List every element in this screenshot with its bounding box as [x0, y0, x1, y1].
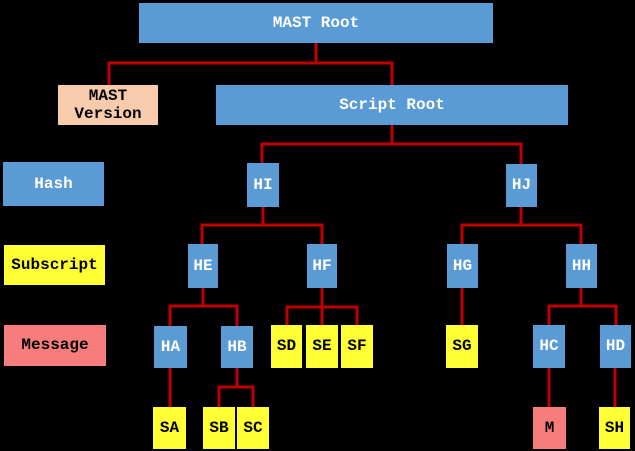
edge-hh-children	[547, 288, 618, 325]
node-sb: SB	[203, 407, 235, 449]
node-sh: SH	[599, 407, 630, 449]
node-sa: SA	[153, 407, 186, 449]
legend-hash: Hash	[3, 162, 104, 206]
node-m: M	[533, 407, 566, 449]
edge-hi-children	[200, 207, 324, 244]
node-hc: HC	[533, 325, 565, 368]
node-hb: HB	[221, 326, 253, 368]
node-sg: SG	[446, 325, 478, 368]
node-sc: SC	[237, 407, 269, 449]
node-mast-root: MAST Root	[139, 3, 493, 43]
node-sf: SF	[341, 325, 373, 368]
legend-subscript: Subscript	[4, 245, 105, 285]
edge-he-children	[168, 288, 239, 326]
edge-mastroot-children	[107, 43, 394, 85]
edge-scriptroot-children	[260, 125, 523, 164]
edge-hf-children	[285, 288, 359, 325]
node-sd: SD	[271, 325, 302, 368]
node-script-root: Script Root	[216, 85, 568, 125]
node-hg: HG	[447, 244, 478, 288]
node-hd: HD	[600, 325, 631, 368]
node-se: SE	[306, 325, 338, 368]
node-mast-version: MAST Version	[58, 85, 158, 125]
legend-message: Message	[4, 325, 106, 366]
edge-hb-children	[217, 368, 255, 407]
node-hj: HJ	[506, 164, 537, 207]
node-ha: HA	[154, 326, 187, 368]
node-hh: HH	[566, 244, 597, 288]
node-hi: HI	[247, 163, 279, 207]
edge-hj-children	[460, 207, 583, 244]
node-he: HE	[188, 244, 218, 288]
node-hf: HF	[307, 244, 337, 288]
